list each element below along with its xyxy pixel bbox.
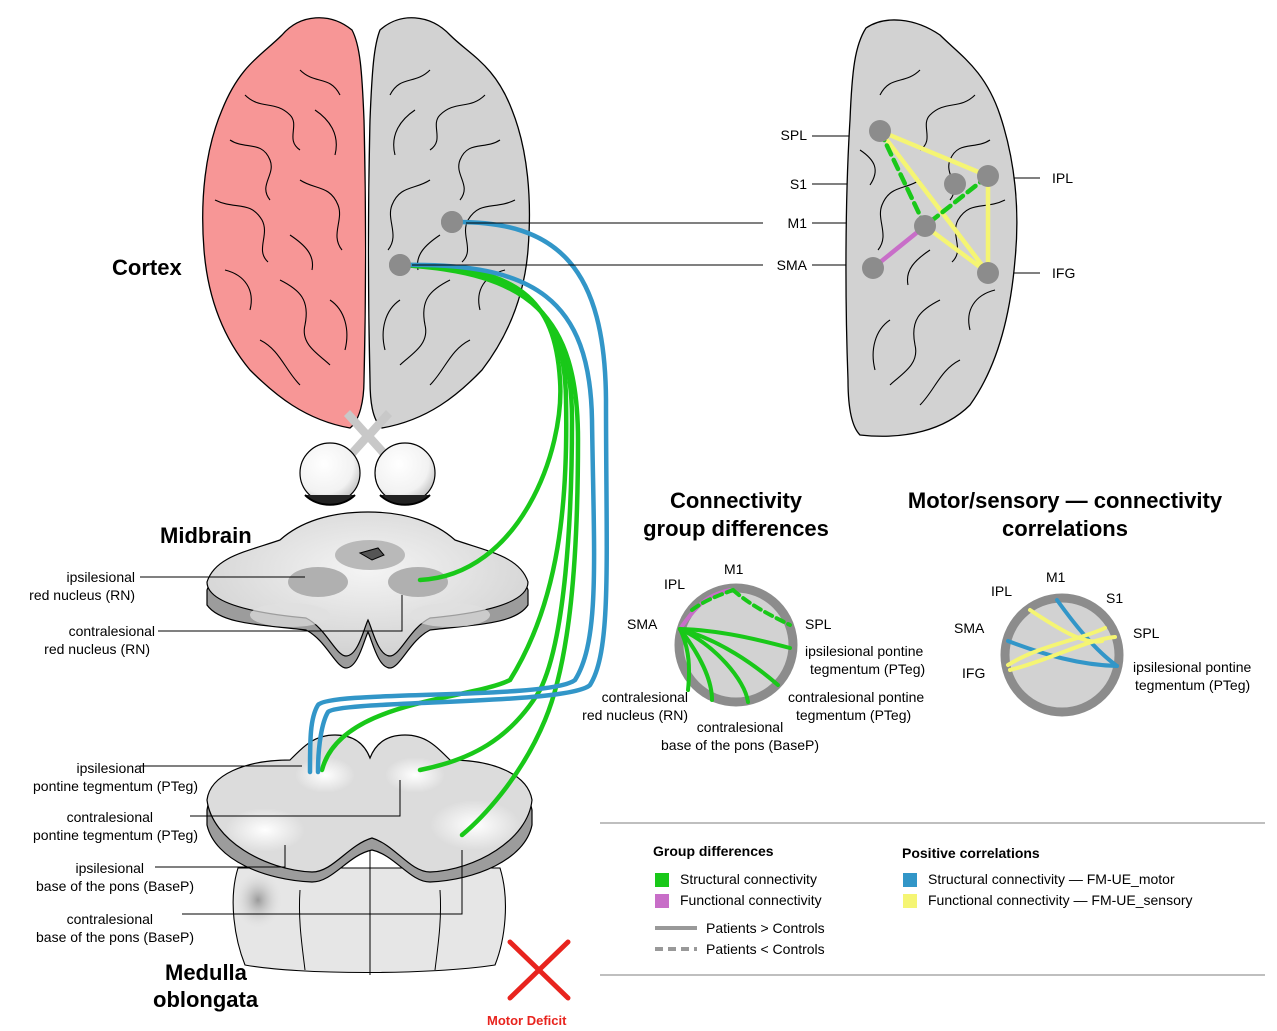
corr-title-2: correlations [880,515,1250,543]
label-m1: M1 [765,215,807,232]
legend-swatch-functional [655,894,669,908]
gd-label-m1: M1 [724,561,743,578]
legend-swatch-sensory [903,894,917,908]
corr-label-ipsi-pteg-2: tegmentum (PTeg) [1135,677,1250,694]
label-ipsi-pteg-2: pontine tegmentum (PTeg) [0,778,198,795]
corr-label-m1: M1 [1046,569,1065,586]
label-spl: SPL [765,127,807,144]
corr-label-ipl: IPL [991,583,1012,600]
inset-node-s1 [944,173,966,195]
correlations-circle [1005,598,1119,712]
corr-title-1: Motor/sensory — connectivity [880,487,1250,515]
corr-label-s1: S1 [1106,590,1123,607]
midbrain-section [207,512,528,668]
inset-node-m1 [914,215,936,237]
label-s1: S1 [765,176,807,193]
legend-swatch-motor [903,873,917,887]
gd-label-contra-basep-2: base of the pons (BaseP) [640,737,840,754]
group-diff-circle [679,588,793,702]
label-contra-pteg-2: pontine tegmentum (PTeg) [0,827,198,844]
lesioned-hemisphere [203,18,366,428]
corr-label-spl: SPL [1133,625,1159,642]
cortex-brain [203,18,530,505]
legend-patients-gt: Patients > Controls [706,920,825,937]
legend-positive-title: Positive correlations [902,845,1040,861]
motor-deficit-cross-icon [510,942,568,998]
label-ipsi-rn-2: red nucleus (RN) [10,587,135,604]
right-eye [375,443,435,503]
inset-node-ipl [977,165,999,187]
gd-label-ipsi-pteg-2: tegmentum (PTeg) [810,661,925,678]
legend-struct-motor: Structural connectivity — FM-UE_motor [928,871,1175,888]
label-ipsi-rn-1: ipsilesional [10,569,135,586]
corr-label-ipsi-pteg-1: ipsilesional pontine [1133,659,1251,676]
legend-func-sensory: Functional connectivity — FM-UE_sensory [928,892,1193,909]
gd-label-sma: SMA [627,616,657,633]
left-eye [300,443,360,503]
gd-label-contra-basep-1: contralesional [640,719,840,736]
label-ifg: IFG [1052,265,1075,282]
inset-node-sma [862,257,884,279]
motor-deficit-label: Motor Deficit [487,1013,566,1028]
right-pupil [380,495,430,505]
label-medulla-1: Medulla [165,959,247,986]
label-cortex: Cortex [112,254,182,281]
label-ipsi-basep-1: ipsilesional [0,860,144,877]
corr-label-ifg: IFG [962,665,985,682]
legend-swatch-structural [655,873,669,887]
gd-label-ipl: IPL [664,576,685,593]
label-sma: SMA [765,257,807,274]
label-ipsi-basep-2: base of the pons (BaseP) [0,878,194,895]
label-contra-basep-2: base of the pons (BaseP) [0,929,194,946]
label-ipl: IPL [1052,170,1073,187]
node-sma-top [389,254,411,276]
gd-label-ipsi-pteg-1: ipsilesional pontine [805,643,923,660]
group-diff-title-1: Connectivity [620,487,852,515]
node-m1-top [441,211,463,233]
legend-structural: Structural connectivity [680,871,817,888]
label-ipsi-pteg-1: ipsilesional [0,760,145,777]
label-contra-pteg-1: contralesional [0,809,153,826]
pons-medulla-section [207,735,532,975]
label-midbrain: Midbrain [160,522,252,549]
gd-label-spl: SPL [805,616,831,633]
cortex-inset [846,20,1017,436]
inset-node-ifg [977,262,999,284]
inset-node-spl [869,120,891,142]
group-diff-title-2: group differences [620,515,852,543]
corr-label-sma: SMA [954,620,984,637]
gd-label-contra-pteg-1: contralesional pontine [788,689,924,706]
legend-patients-lt: Patients < Controls [706,941,825,958]
label-contra-rn-1: contralesional [10,623,155,640]
left-pupil [305,495,355,505]
label-contra-basep-1: contralesional [0,911,153,928]
legend-group-title: Group differences [653,843,774,859]
legend-functional: Functional connectivity [680,892,822,909]
label-medulla-2: oblongata [153,986,258,1013]
label-contra-rn-2: red nucleus (RN) [10,641,150,658]
gd-label-contra-rn-1: contralesional [560,689,688,706]
